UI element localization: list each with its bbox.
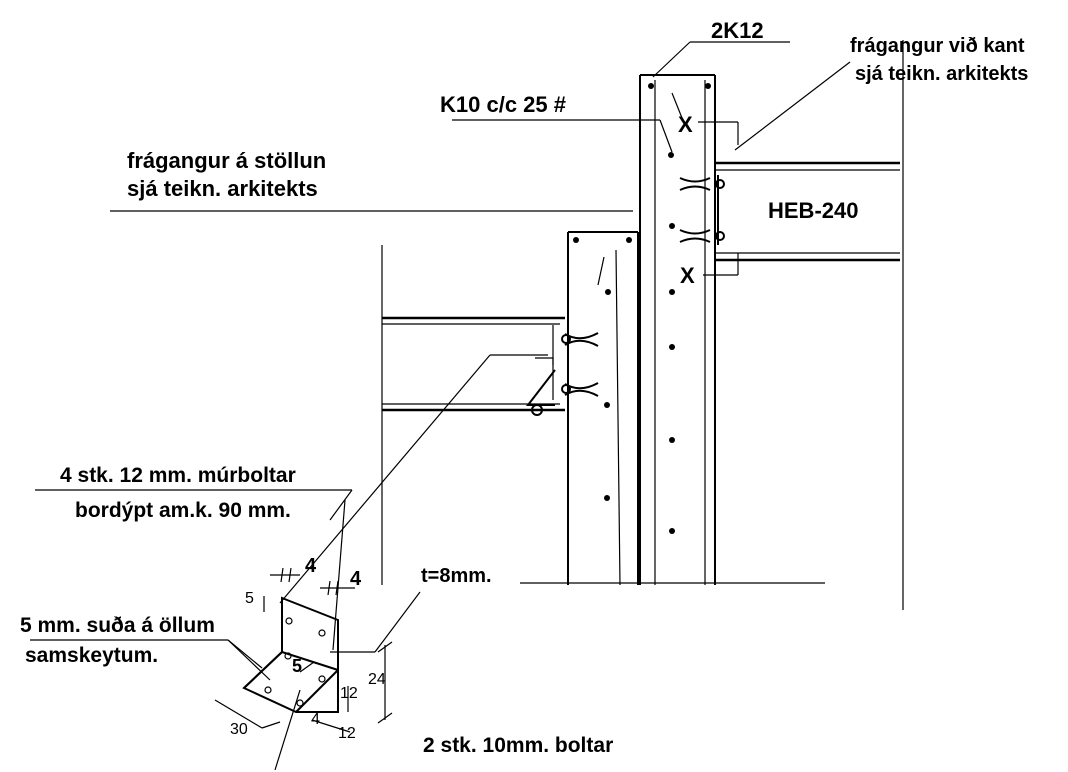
label-column-finish-1: frágangur á stöllun <box>127 148 326 173</box>
dim-5-top: 5 <box>245 590 254 607</box>
leader-lines <box>30 41 851 771</box>
section-mark-bottom: X <box>680 263 695 288</box>
dim-4-left: 4 <box>305 555 317 577</box>
dim-12-bottom: 12 <box>338 725 356 742</box>
dim-24: 24 <box>368 671 386 688</box>
label-edge-finish-1: frágangur við kant <box>850 35 1025 57</box>
label-2k12: 2K12 <box>711 18 764 43</box>
left-beam <box>381 245 599 585</box>
label-bolts-bottom: 2 stk. 10mm. boltar <box>423 734 613 757</box>
section-mark-top: X <box>678 112 693 137</box>
label-weld-1: 5 mm. suða á öllum <box>20 614 215 637</box>
tall-column <box>639 74 716 585</box>
short-column <box>567 231 639 586</box>
label-thickness: t=8mm. <box>421 565 492 587</box>
dim-5-inner: 5 <box>292 656 302 676</box>
label-bolts-2: bordýpt am.k. 90 mm. <box>75 499 291 522</box>
label-column-finish-2: sjá teikn. arkitekts <box>127 176 318 201</box>
upper-beam <box>679 40 904 610</box>
dim-4-right: 4 <box>350 568 362 590</box>
label-bolts-1: 4 stk. 12 mm. múrboltar <box>60 464 296 487</box>
label-edge-finish-2: sjá teikn. arkitekts <box>855 63 1028 85</box>
label-stirrups: K10 c/c 25 # <box>440 92 566 117</box>
dim-30: 30 <box>230 721 248 738</box>
label-weld-2: samskeytum. <box>25 644 158 667</box>
label-beam-profile: HEB-240 <box>768 198 858 223</box>
dim-12-vertical: 12 <box>340 685 358 702</box>
dim-4-bottom: 4 <box>311 711 320 728</box>
bracket-detail <box>214 567 393 733</box>
